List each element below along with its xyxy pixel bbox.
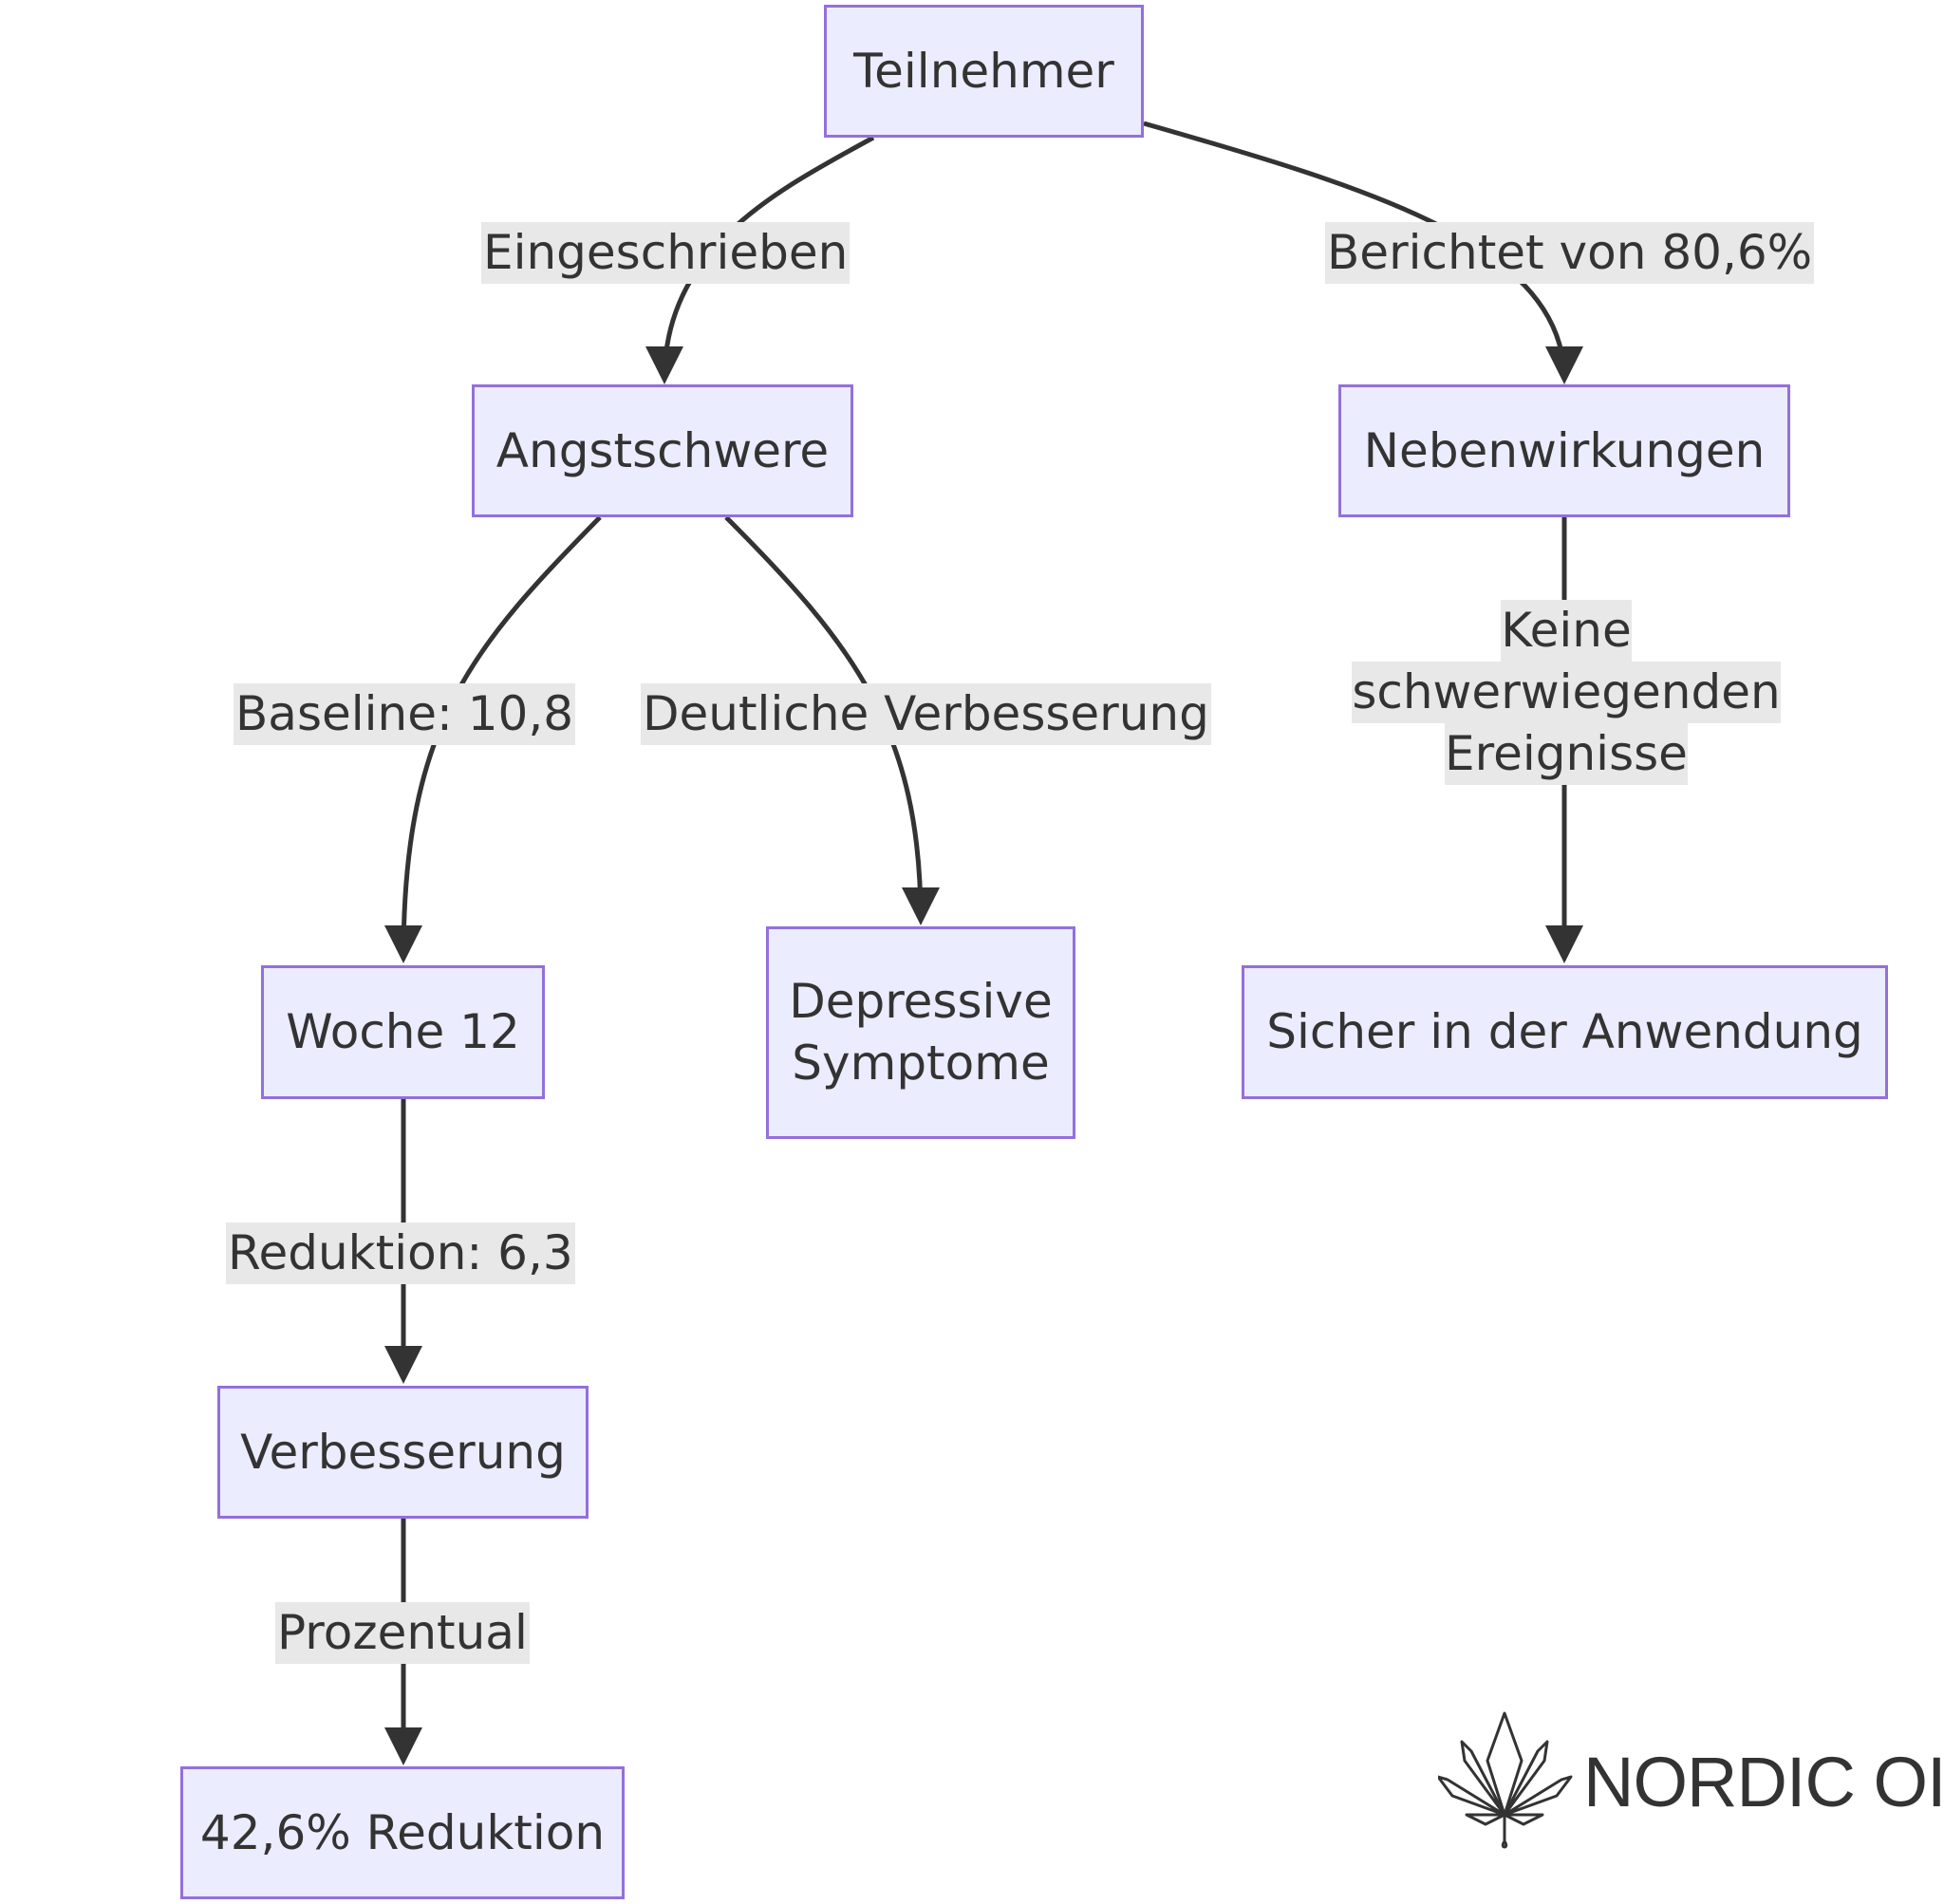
edge-label-keine-line1: Keine <box>1501 600 1632 662</box>
node-sicher: Sicher in der Anwendung <box>1242 965 1888 1099</box>
edge-label-keine: Keine schwerwiegenden Ereignisse <box>1352 600 1781 785</box>
node-teilnehmer: Teilnehmer <box>824 5 1144 138</box>
node-nebenwirkungen: Nebenwirkungen <box>1338 384 1790 517</box>
edge-label-deutliche: Deutliche Verbesserung <box>641 683 1211 745</box>
nordic-oil-leaf-icon <box>1438 1711 1573 1849</box>
edge-label-reduktion-63: Reduktion: 6,3 <box>226 1223 575 1284</box>
node-verbesserung: Verbesserung <box>217 1386 589 1519</box>
node-depressive-symptome: Depressive Symptome <box>766 926 1075 1139</box>
node-depressive-line2: Symptome <box>792 1036 1050 1091</box>
nordic-oil-logo-text: NORDIC OIL <box>1583 1743 1944 1821</box>
node-woche12: Woche 12 <box>261 965 545 1099</box>
edge-label-keine-line2: schwerwiegenden <box>1352 662 1781 723</box>
node-depressive-line1: Depressive <box>789 974 1053 1029</box>
edge-label-eingeschrieben: Eingeschrieben <box>481 222 850 284</box>
node-42-reduktion: 42,6% Reduktion <box>180 1766 625 1899</box>
edge-label-berichtet: Berichtet von 80,6% <box>1325 222 1815 284</box>
node-angstschwere: Angstschwere <box>472 384 853 517</box>
edge-label-keine-line3: Ereignisse <box>1445 723 1688 785</box>
edge-label-baseline: Baseline: 10,8 <box>234 683 576 745</box>
edge-label-prozentual: Prozentual <box>275 1602 530 1664</box>
